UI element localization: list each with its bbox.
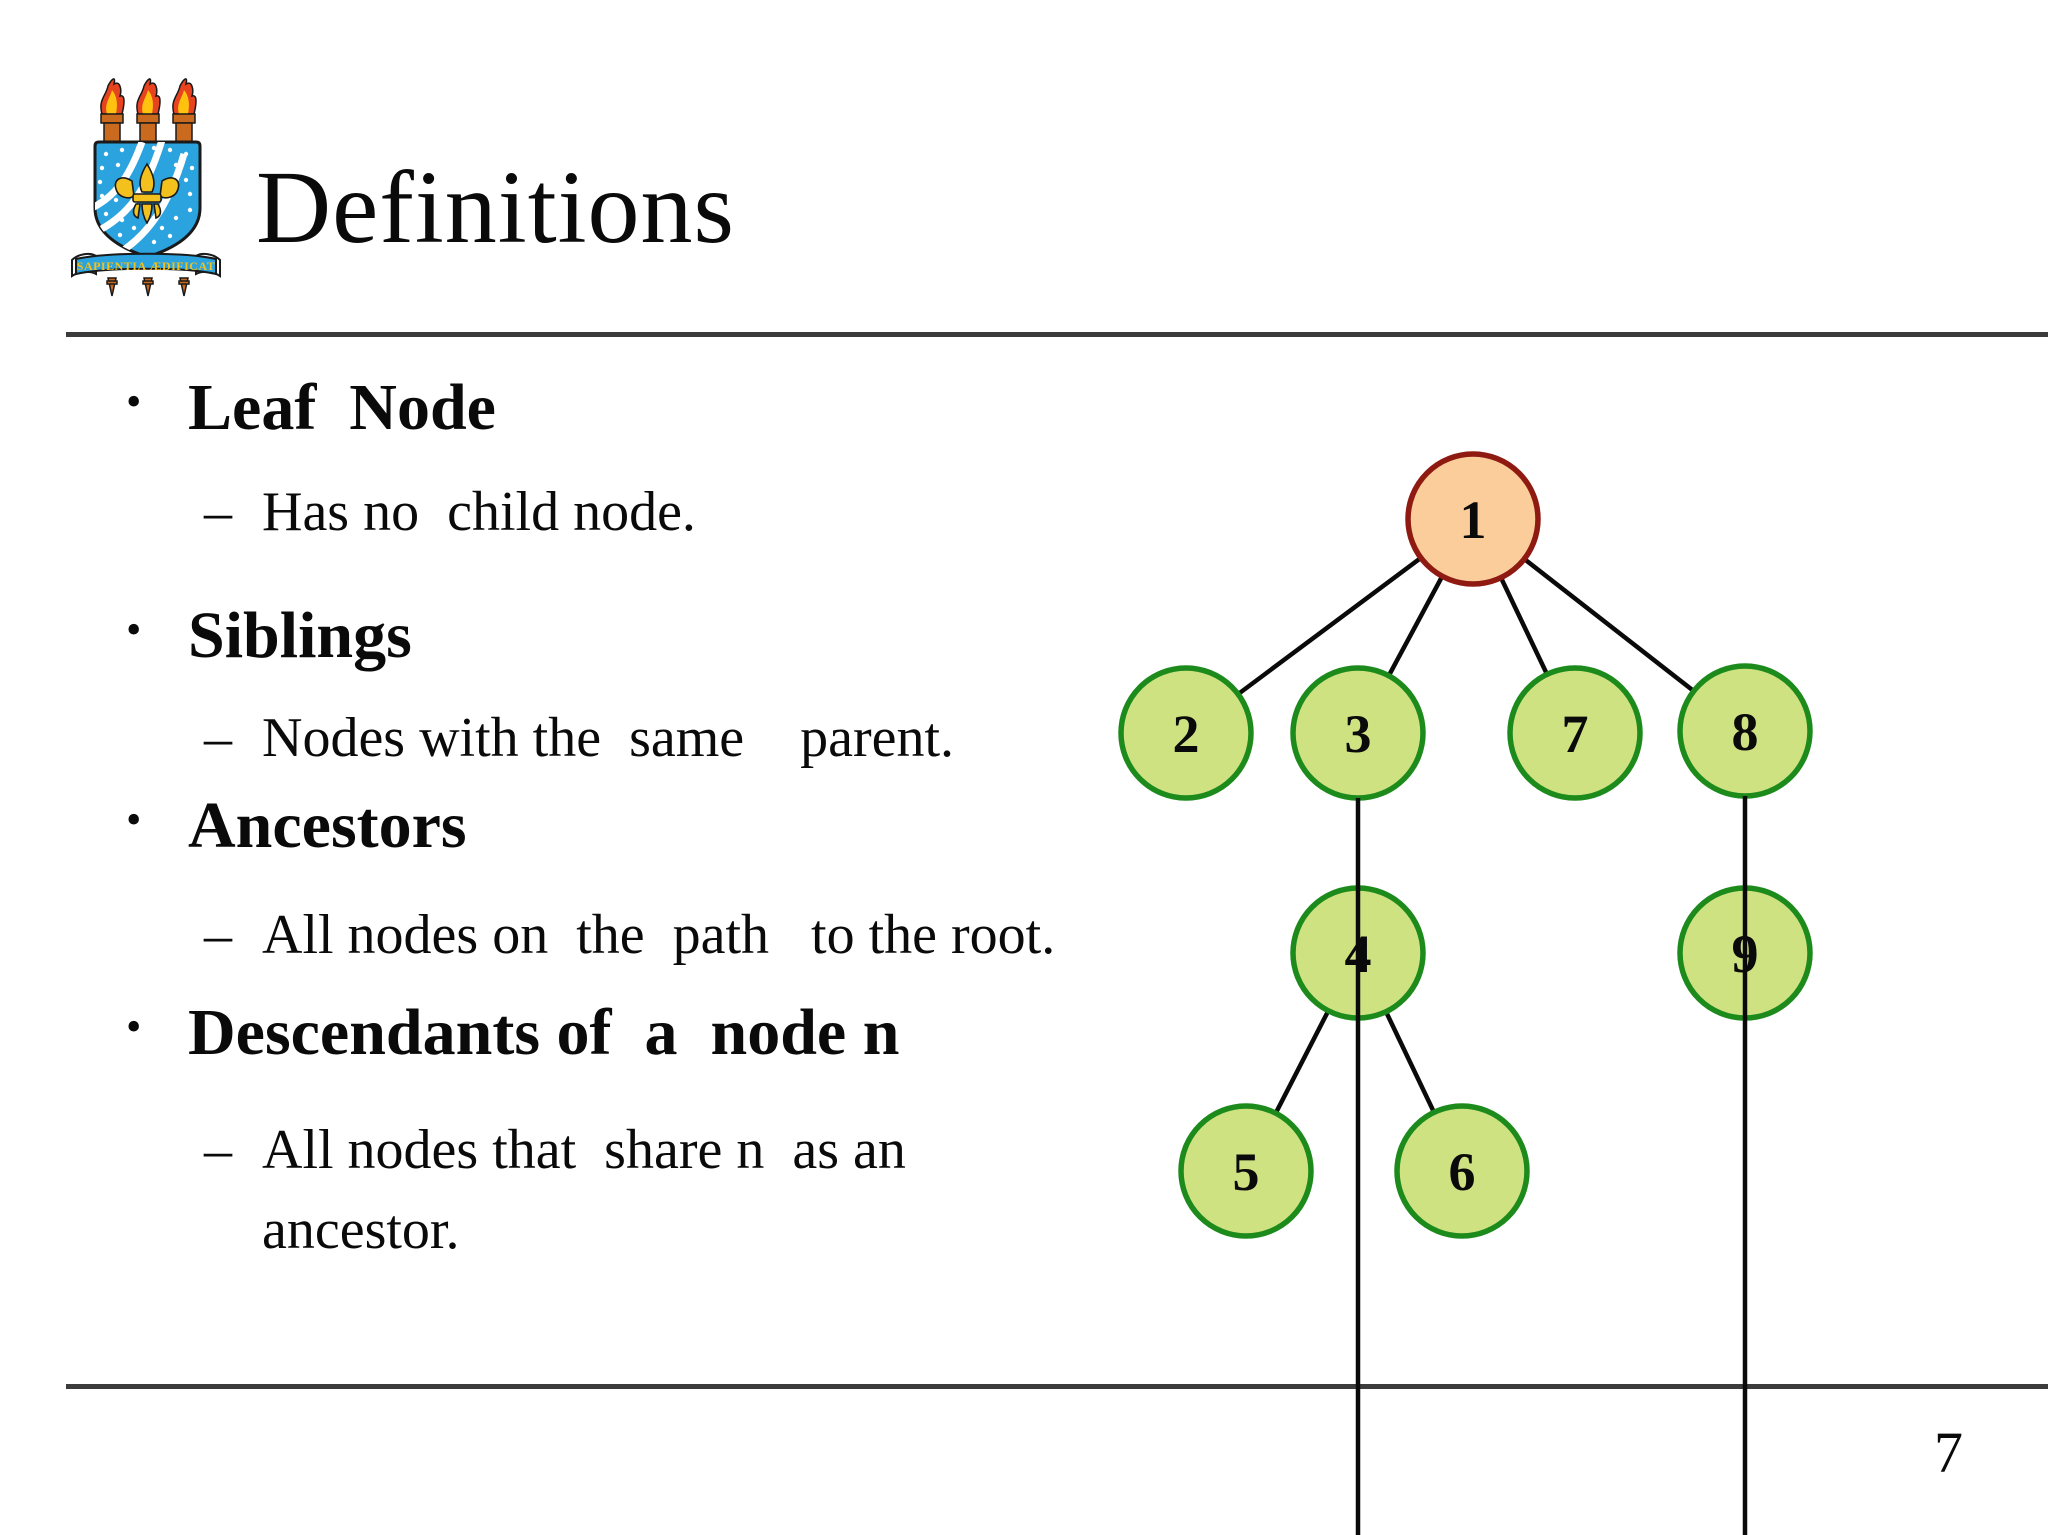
shield [93, 140, 202, 259]
tree-node-8-label: 8 [1732, 702, 1759, 762]
motto-ribbon: SAPIENTIA ÆDIFICAT [71, 252, 221, 278]
dash-marker: – [204, 1119, 232, 1181]
bullet-text: Ancestors [188, 789, 467, 862]
sub-bullet-item: – Has no child node. [196, 480, 696, 544]
tree-node-2 [1118, 665, 1254, 801]
bullet-text: Leaf Node [188, 371, 496, 444]
tree-node-5 [1178, 1103, 1314, 1239]
dash-marker: – [204, 904, 232, 966]
sub-bullet-item: – Nodes with the same parent. [196, 706, 954, 770]
tree-node-5-label: 5 [1233, 1142, 1260, 1202]
dash-marker: – [204, 707, 232, 769]
tree-node-4-label: 4 [1345, 924, 1372, 984]
tree-node-6 [1394, 1103, 1530, 1239]
header-divider [66, 332, 2048, 337]
tree-node-3-label: 3 [1345, 704, 1372, 764]
bullet-marker: • [126, 795, 142, 844]
bullet-marker: • [126, 605, 142, 654]
tree-node-7 [1507, 665, 1643, 801]
tree-node-2-label: 2 [1173, 704, 1200, 764]
bullet-text: Siblings [188, 599, 412, 672]
bullet-item: • Siblings [112, 598, 412, 674]
sub-bullet-text: All nodes that share n as an ancestor. [262, 1119, 906, 1261]
footer: Universidade Federal da Paraíba Centro d… [132, 1443, 663, 1535]
page-number: 7 [1934, 1420, 1963, 1485]
tree-node-1-label: 1 [1460, 490, 1487, 550]
tree-node-labels: 1 2 3 7 8 4 9 5 6 [1173, 490, 1759, 1202]
tree-node-7-label: 7 [1562, 704, 1589, 764]
tree-node-9-label: 9 [1732, 924, 1759, 984]
page-title: Definitions [256, 150, 735, 265]
footer-divider [66, 1384, 2048, 1389]
sub-bullet-text: Has no child node. [262, 481, 696, 543]
bullet-text: Descendants of a node n [188, 996, 900, 1069]
tree-node-1 [1405, 451, 1541, 587]
sub-bullet-text: Nodes with the same parent. [262, 707, 955, 769]
bullet-item: • Leaf Node [112, 370, 496, 446]
university-logo: SAPIENTIA ÆDIFICAT [71, 78, 221, 297]
sub-bullet-text: All nodes on the path to the root. [262, 904, 1056, 966]
descendant-lines [1355, 796, 1748, 1535]
tree-node-6-label: 6 [1449, 1142, 1476, 1202]
sub-bullet-item: – All nodes on the path to the root. [196, 903, 1055, 967]
bullet-marker: • [126, 1002, 142, 1051]
tree-nodes [1118, 451, 1813, 1239]
footer-line-1: Universidade Federal da Paraíba [132, 1529, 663, 1535]
tree-edges [1184, 517, 1747, 1173]
bullet-item: • Ancestors [112, 788, 467, 864]
dash-marker: – [204, 481, 232, 543]
spear-tips [106, 277, 190, 297]
bullet-item: • Descendants of a node n [112, 995, 899, 1071]
torch-icon [100, 78, 197, 143]
bullet-marker: • [126, 377, 142, 426]
fleur-de-lis-icon [114, 162, 180, 225]
sub-bullet-item: – All nodes that share n as an ancestor. [196, 1110, 906, 1270]
logo-motto: SAPIENTIA ÆDIFICAT [77, 259, 215, 273]
